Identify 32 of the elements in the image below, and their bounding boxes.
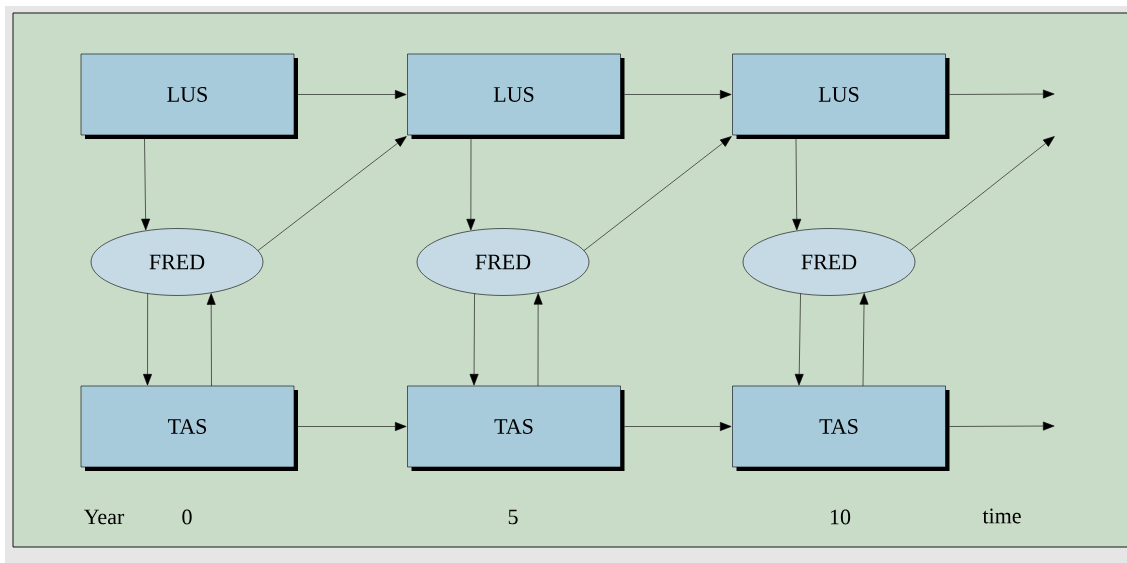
process-box: LUS	[407, 53, 625, 139]
arrow	[859, 293, 869, 387]
axis-label: 0	[182, 509, 192, 525]
axis-label: 10	[830, 509, 851, 525]
arrow	[909, 136, 1055, 251]
arrow	[792, 138, 802, 231]
arrow	[624, 422, 732, 431]
arrow	[466, 138, 476, 231]
arrow	[141, 138, 151, 231]
arrow	[143, 293, 152, 386]
arrow	[469, 293, 479, 386]
arrow	[949, 421, 1055, 431]
arrow	[297, 422, 407, 431]
arrow	[583, 136, 732, 251]
process-box: LUS	[80, 53, 298, 139]
arrow	[533, 293, 543, 387]
arrow	[794, 293, 804, 386]
axis-label: time	[982, 508, 1021, 524]
ellipse-node: FRED	[416, 228, 590, 296]
process-box: LUS	[732, 53, 950, 139]
axis-label: Year	[84, 509, 125, 525]
arrow	[206, 293, 216, 387]
arrow	[949, 89, 1055, 99]
arrow	[257, 136, 407, 251]
process-box: TAS	[732, 385, 950, 471]
axis-label: 5	[508, 509, 518, 525]
arrow	[624, 90, 732, 99]
process-box: TAS	[407, 385, 625, 471]
ellipse-node: FRED	[742, 228, 916, 296]
ellipse-node: FRED	[90, 228, 264, 296]
arrow	[297, 90, 407, 99]
process-box: TAS	[80, 385, 298, 471]
